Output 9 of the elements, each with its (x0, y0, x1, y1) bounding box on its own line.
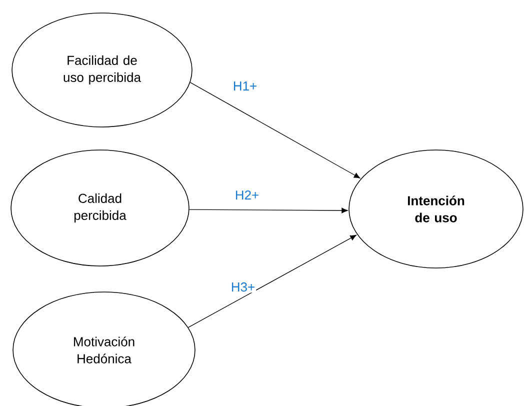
edge-label: H3+ (230, 281, 256, 293)
edge-label: H2+ (234, 189, 260, 201)
arrow (189, 208, 348, 214)
ellipse-node: Calidad percibida (10, 150, 190, 266)
edge-label: H1+ (232, 80, 258, 92)
ellipse-node: Intención de uso (348, 150, 524, 268)
arrow (190, 82, 360, 178)
ellipse-node: Facilidad de uso percibida (12, 12, 192, 128)
arrow (188, 234, 356, 328)
